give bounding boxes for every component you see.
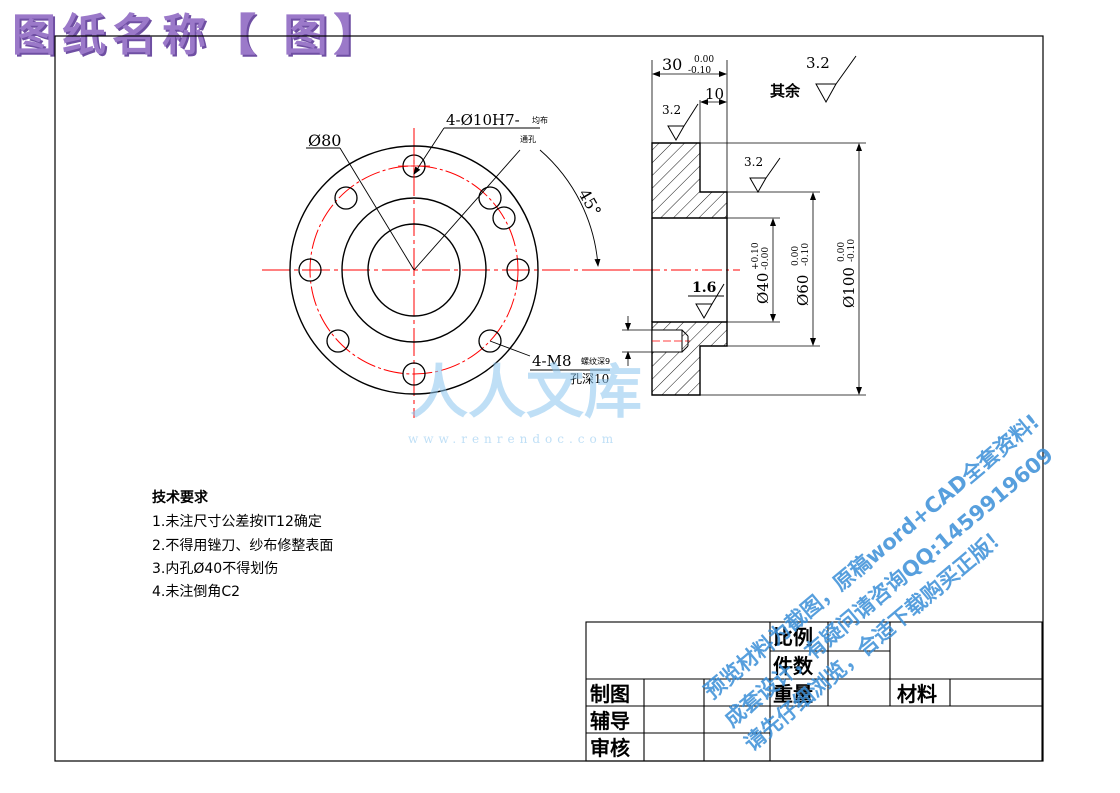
angle-arc (539, 149, 601, 267)
thread-note-line2: 孔深10 (570, 372, 609, 386)
thread-leader (489, 340, 531, 357)
scale-label: 比例 (773, 625, 813, 649)
d100-dim: Ø100 (840, 267, 858, 308)
roughness-top: 3.2 (662, 103, 681, 117)
watermark-line2: 成套设计，有疑问请咨询QQ:1459919609 (720, 443, 1058, 732)
tech-requirements: 技术要求 1.未注尺寸公差按IT12确定 2.不得用锉刀、纱布修整表面 3.内孔… (152, 489, 333, 600)
tech-req-item: 2.不得用锉刀、纱布修整表面 (152, 537, 333, 554)
bolt-hole (492, 206, 516, 230)
weight-label: 重量 (773, 682, 813, 706)
bolt-hole (506, 258, 530, 282)
holes-note: 4-Ø10H7- (446, 111, 520, 129)
roughness-bore-symbol (695, 283, 725, 320)
rest-roughness-label: 其余 (770, 82, 801, 100)
review-label: 审核 (590, 736, 630, 760)
material-label: 材料 (897, 682, 937, 706)
rest-roughness-symbol (815, 55, 857, 104)
holes-note-small2: 通孔 (520, 134, 536, 144)
outer-flange-circle (289, 145, 539, 395)
holes-note-small: 均布 (532, 115, 548, 125)
bolt-hole (326, 329, 350, 353)
drawing-frame (54, 35, 1044, 762)
holes-leader (413, 127, 445, 175)
width-tol-upper: 0.00 (694, 55, 714, 65)
watermark-site: www.renrendoc.com (408, 432, 618, 446)
angle-label: 45° (575, 186, 606, 220)
roughness-bore: 1.6 (692, 280, 716, 296)
diagonal-watermark: 预览材料为截图，原稿word+CAD全套资料! 成套设计，有疑问请咨询QQ:14… (700, 409, 1058, 755)
d100-tol-upper: 0.00 (837, 242, 847, 262)
upper-section-hatch (651, 142, 728, 219)
d60-dim: Ø60 (794, 275, 812, 306)
roughness-mid-symbol (749, 157, 781, 194)
thread-note: 4-M8 (532, 352, 572, 370)
d100-tol-lower: -0.10 (847, 239, 857, 262)
rest-roughness-value: 3.2 (806, 54, 830, 72)
quantity-label: 件数 (773, 654, 814, 678)
d60-tol-lower: -0.10 (801, 243, 811, 266)
watermark-logo: 人人文库 www.renrendoc.com (408, 358, 642, 446)
angle-ref-line (413, 149, 521, 271)
d60-tol-upper: 0.00 (791, 246, 801, 266)
roughness-top-symbol (667, 103, 699, 142)
d40-tol-lower: -0.00 (761, 247, 771, 270)
section-view: 30 0.00 -0.10 10 3.2 3.2 1.6 3.2 其余 Ø40 … (608, 54, 866, 396)
step-dim: 10 (705, 85, 724, 103)
tech-req-item: 3.内孔Ø40不得划伤 (152, 560, 278, 577)
d80-label: Ø80 (308, 131, 341, 150)
d40-dim: Ø40 (754, 273, 772, 304)
bore-circle (367, 223, 461, 317)
tech-req-item: 4.未注倒角C2 (152, 584, 240, 600)
tech-req-title: 技术要求 (152, 489, 209, 506)
bolt-hole (402, 362, 426, 386)
d40-tol-upper: +0.10 (751, 242, 761, 270)
tech-req-item: 1.未注尺寸公差按IT12确定 (152, 514, 322, 530)
width-tol-lower: -0.10 (688, 66, 711, 76)
roughness-mid: 3.2 (744, 155, 763, 169)
drawn-label: 制图 (590, 682, 630, 706)
d80-leader (339, 147, 415, 271)
bolt-hole (478, 186, 502, 210)
width-dim: 30 (662, 55, 682, 74)
thread-note-small: 螺纹深9 (581, 356, 610, 366)
bolt-hole (478, 329, 502, 353)
bolt-hole (298, 258, 322, 282)
guide-label: 辅导 (590, 709, 630, 733)
bolt-hole (334, 186, 358, 210)
watermark-logo-mark: 人人文库 (410, 358, 642, 426)
hub-circle (341, 197, 487, 343)
title-block (585, 621, 1043, 762)
